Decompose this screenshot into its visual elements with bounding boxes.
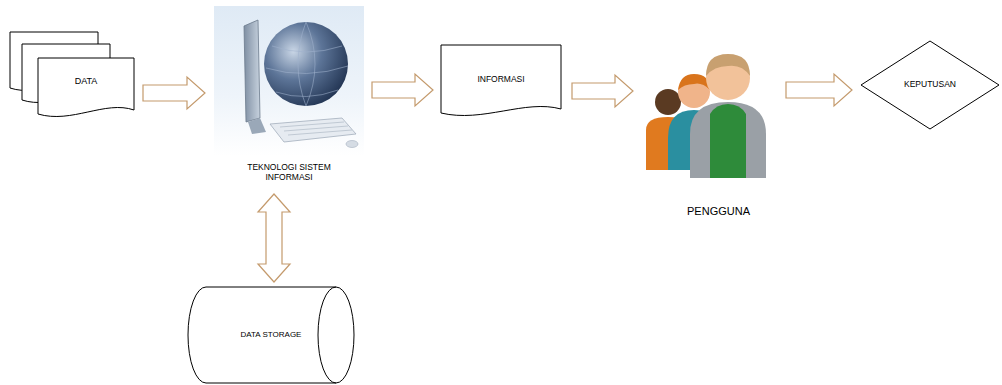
user-node: PENGGUNA — [636, 30, 781, 220]
block-arrow — [786, 74, 852, 106]
people-illustration — [636, 30, 781, 180]
keyboard — [270, 118, 356, 142]
keyboard-keys — [280, 122, 352, 135]
document-page — [38, 58, 134, 116]
globe-grid — [266, 22, 348, 106]
node-label: PENGGUNA — [656, 202, 781, 220]
storage-cylinder — [188, 287, 354, 383]
document-stack: DATA — [8, 30, 138, 120]
illustration-background — [214, 6, 364, 156]
computer-illustration — [214, 6, 364, 156]
data-storage: DATA STORAGE — [186, 286, 356, 384]
block-arrow — [258, 194, 290, 282]
person-head — [655, 89, 681, 115]
person-hair — [706, 54, 750, 76]
person-hair — [678, 74, 710, 90]
person-shirt — [710, 104, 746, 178]
node-label: INFORMASI — [444, 66, 558, 94]
cylinder-edge — [318, 287, 336, 383]
monitor-screen — [244, 20, 260, 122]
system-node: TEKNOLOGI SISTEM INFORMASI — [214, 6, 364, 190]
block-arrow — [143, 77, 205, 109]
decision-node: KEPUTUSAN — [860, 40, 1000, 130]
node-label: TEKNOLOGI SISTEM INFORMASI — [234, 158, 344, 188]
node-label: DATA — [38, 58, 134, 104]
node-label: KEPUTUSAN — [880, 70, 980, 100]
block-arrow — [372, 74, 433, 106]
document-shape — [441, 45, 561, 115]
node-label: DATA STORAGE — [206, 320, 336, 350]
mouse — [346, 141, 358, 148]
block-arrow — [572, 75, 633, 107]
decision-diamond — [861, 41, 999, 129]
document-box: INFORMASI — [440, 44, 562, 124]
monitor-stand — [248, 118, 266, 134]
person-body — [690, 102, 766, 178]
node-outline — [8, 30, 138, 120]
globe — [264, 22, 348, 106]
